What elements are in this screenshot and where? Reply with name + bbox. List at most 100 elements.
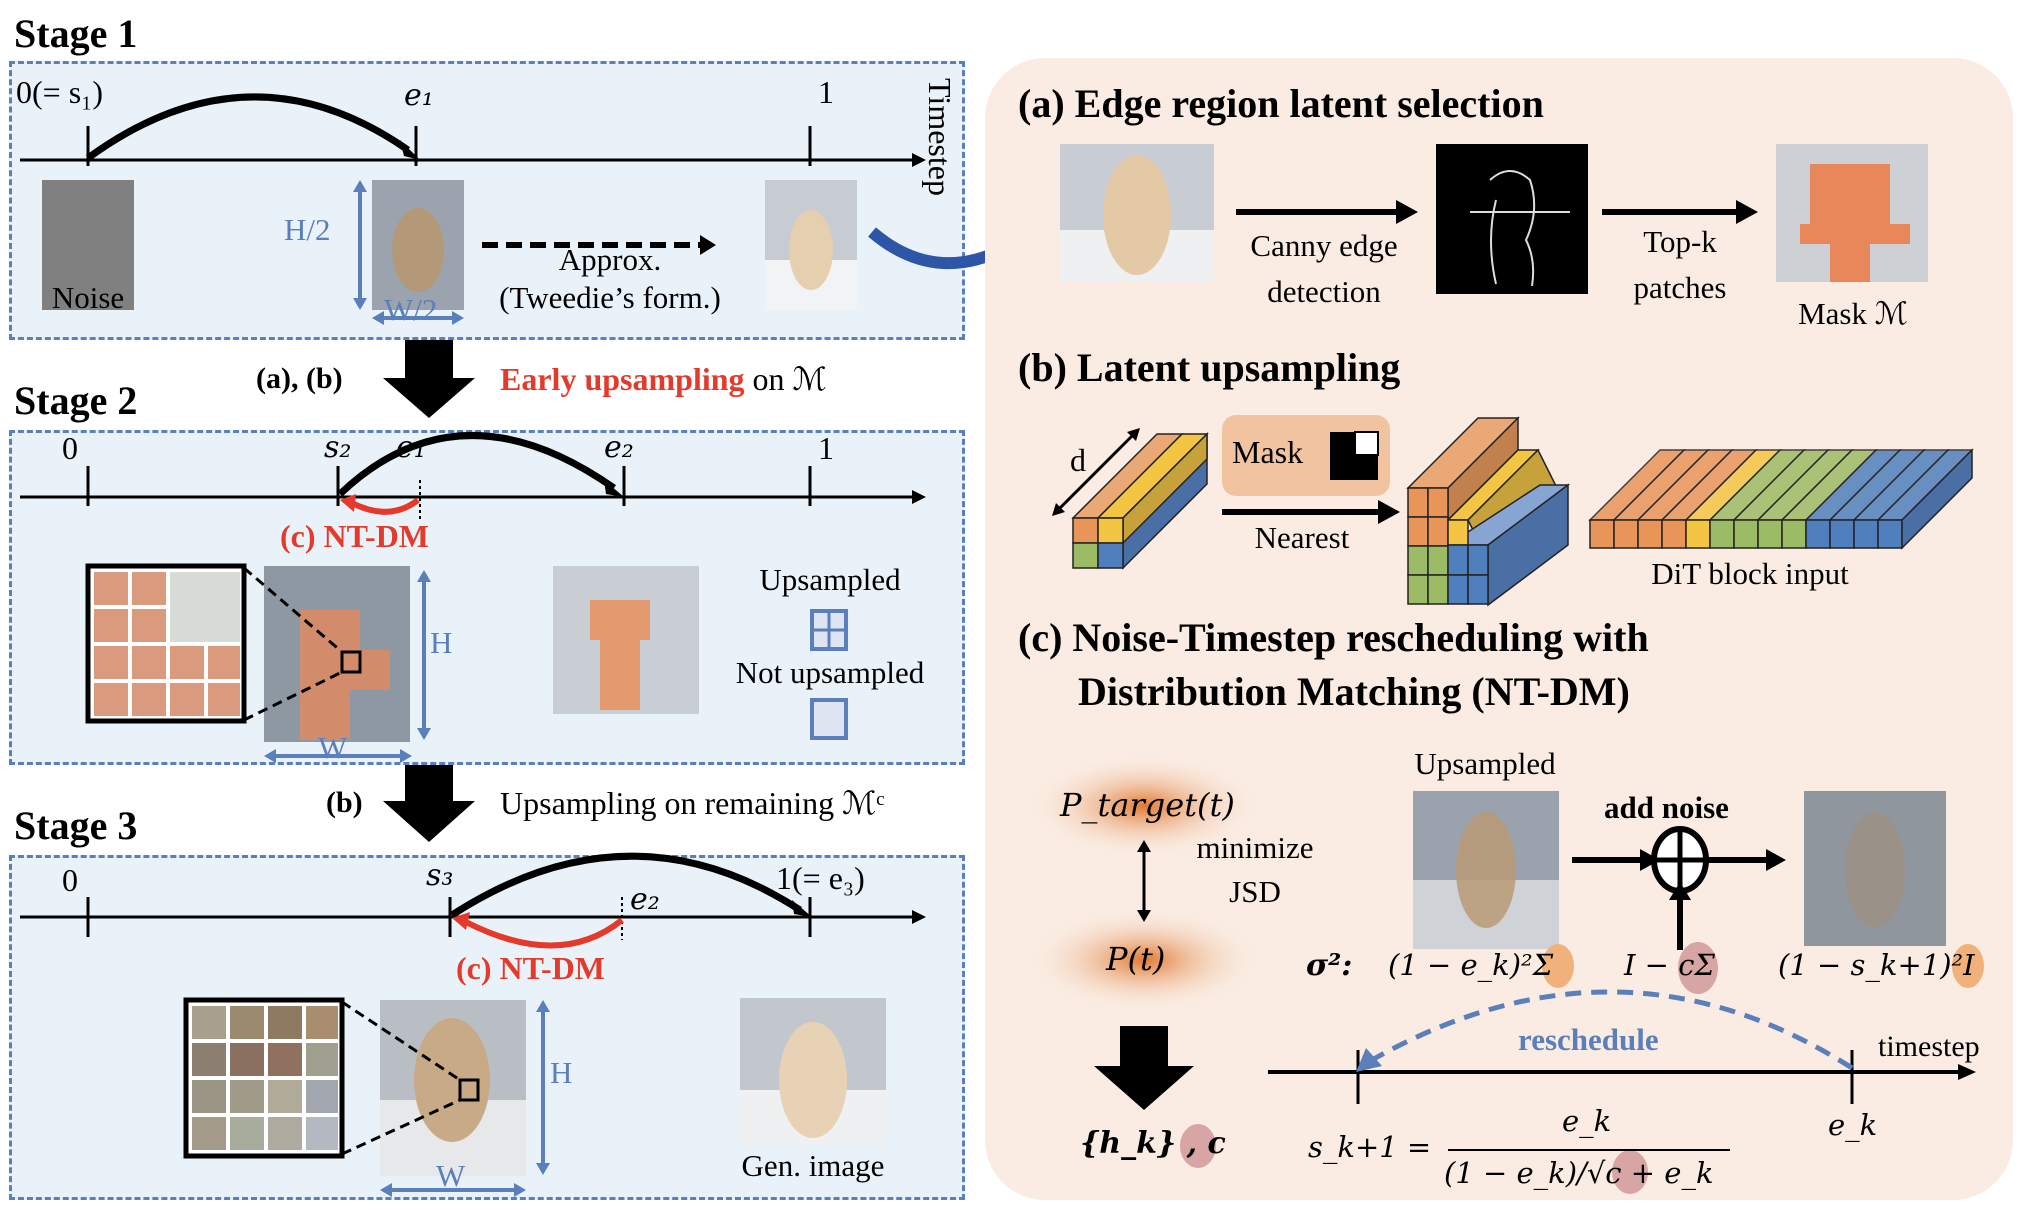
transition-2-left-label: (b) (326, 786, 363, 819)
early-upsampling-rest: on ℳ (744, 361, 827, 397)
p-target-blob (1026, 754, 1262, 858)
mask-box-label: Mask (1232, 434, 1304, 470)
topk-label-2: patches (1633, 270, 1727, 305)
mask-m-label: Mask ℳ (1798, 296, 1908, 331)
sqrt-c-highlight (1612, 1150, 1648, 1194)
nearest-label: Nearest (1254, 520, 1350, 555)
upsampled-label: Upsampled (1414, 746, 1556, 781)
reschedule-arrow (1370, 989, 1854, 1071)
stage-3-timeline (20, 852, 926, 1197)
stage-2-w-label: W (318, 730, 348, 765)
dit-token (1781, 519, 1807, 549)
h2-label: H/2 (284, 212, 331, 247)
p-t-label: P(t) (1106, 940, 1166, 978)
transition-1-arrow (383, 340, 475, 418)
dit-token (1613, 519, 1639, 549)
legend-upsampled-label: Upsampled (759, 562, 901, 597)
stage-3-tick-e2: e₂ (630, 882, 660, 917)
panel-a-title: (a) Edge region latent selection (1018, 81, 1544, 126)
jump-arc (85, 93, 410, 161)
dit-token-side (1901, 448, 1973, 550)
stage-2-h-label: H (430, 625, 453, 660)
noise-image (42, 180, 134, 310)
stage-2-title: Stage 2 (14, 378, 138, 423)
transition-1-right-label: Early upsampling on ℳ (500, 360, 827, 398)
zoom-source-box (340, 650, 362, 674)
transition-1-left-label: (a), (b) (256, 362, 343, 395)
timeline-arrowhead (912, 153, 926, 167)
output-arrow-shaft (1120, 1026, 1168, 1070)
stage-2-ntdm-label: (c) NT-DM (280, 518, 429, 554)
gen-image-label: Gen. image (741, 1148, 885, 1183)
sigma-term-1: (1 − e_k)²Σ (1388, 948, 1554, 982)
c-highlight (1678, 942, 1718, 994)
ntdm-arc (350, 497, 420, 515)
canny-label-1: Canny edge (1250, 228, 1398, 263)
c-timestep-label: timestep (1878, 1030, 1980, 1063)
jump-arrowhead (400, 140, 420, 160)
noise-label: Noise (51, 280, 125, 315)
stage-3-tick-0: 0 (62, 862, 78, 898)
edge-map-image (1436, 144, 1588, 294)
ntdm-arc (464, 917, 624, 949)
add-noise-label: add noise (1604, 790, 1729, 825)
i-highlight (1952, 944, 1984, 988)
jump-arc (337, 431, 617, 497)
stage-2-tick-s2: s₂ (324, 430, 352, 465)
sigma-label: σ²: (1306, 948, 1353, 983)
topk-label-1: Top-k (1643, 224, 1717, 259)
approx-label: Approx. (558, 242, 662, 277)
dit-block-input-label: DiT block input (1651, 556, 1849, 591)
panel-c-title-2: Distribution Matching (NT-DM) (1078, 669, 1630, 714)
output-label: {h_k} , c (1080, 1126, 1226, 1161)
transition-2-arrow (383, 765, 475, 842)
sigma-term-2: I − cΣ (1624, 948, 1715, 982)
dit-token (1829, 519, 1855, 549)
stage-3-tick-s3: s₃ (426, 858, 454, 893)
sigma-highlight (1542, 944, 1574, 988)
stage-3-title: Stage 3 (14, 803, 138, 848)
canny-label-2: detection (1267, 274, 1381, 309)
tick-label-1: 1 (818, 74, 834, 110)
stage-2-tick-0: 0 (62, 430, 78, 466)
sigma-term-3: (1 − s_k+1)²I (1778, 948, 1975, 982)
not-upsampled-legend-icon (810, 698, 848, 740)
stage-3-h-label: H (550, 1055, 573, 1090)
tick-label-s1: 0(= s₁) (16, 74, 103, 110)
output-c-highlight (1180, 1124, 1216, 1168)
panel-c-title-1: (c) Noise-Timestep rescheduling with (1018, 615, 1649, 660)
p-t-blob (1026, 908, 1262, 1012)
upsampled-patches (94, 572, 240, 716)
w2-label: W/2 (384, 292, 438, 327)
panel-b-diagram (1052, 415, 1974, 607)
panel-b-title: (b) Latent upsampling (1018, 345, 1401, 390)
panel-a-pipeline (1060, 144, 1928, 294)
tick-label-e1: e₁ (404, 78, 434, 113)
dit-token (1589, 519, 1615, 549)
d-arrow (1054, 430, 1138, 514)
stage-2-tick-e1: e₁ (396, 430, 426, 465)
reschedule-label: reschedule (1518, 1022, 1659, 1057)
big-down-arrow-head (383, 378, 475, 418)
legend-not-upsampled-label: Not upsampled (735, 655, 925, 690)
stage-2-tick-1: 1 (818, 430, 834, 466)
dit-token (1853, 519, 1879, 549)
dit-token-sequence (1588, 448, 1974, 550)
jsd-label: JSD (1229, 874, 1281, 909)
fine-patches (192, 1006, 338, 1150)
stage-3-w-label: W (436, 1158, 466, 1193)
formula-numerator: e_k (1562, 1104, 1612, 1138)
stage-1-timeline (20, 93, 926, 325)
d-label: d (1070, 442, 1086, 478)
formula-lhs: s_k+1 = (1308, 1130, 1432, 1164)
minimize-label: minimize (1196, 830, 1314, 865)
big-down-arrow-shaft (405, 340, 453, 380)
dit-token (1661, 519, 1687, 549)
dit-token (1637, 519, 1663, 549)
transition-2-right-label: Upsampling on remaining ℳᶜ (500, 785, 885, 821)
stage-2-timeline (20, 431, 926, 763)
dit-token (1757, 519, 1783, 549)
stage-3-ntdm-label: (c) NT-DM (456, 950, 605, 986)
tick-right-ek: e_k (1828, 1108, 1878, 1142)
zoom-source-box (458, 1078, 480, 1102)
